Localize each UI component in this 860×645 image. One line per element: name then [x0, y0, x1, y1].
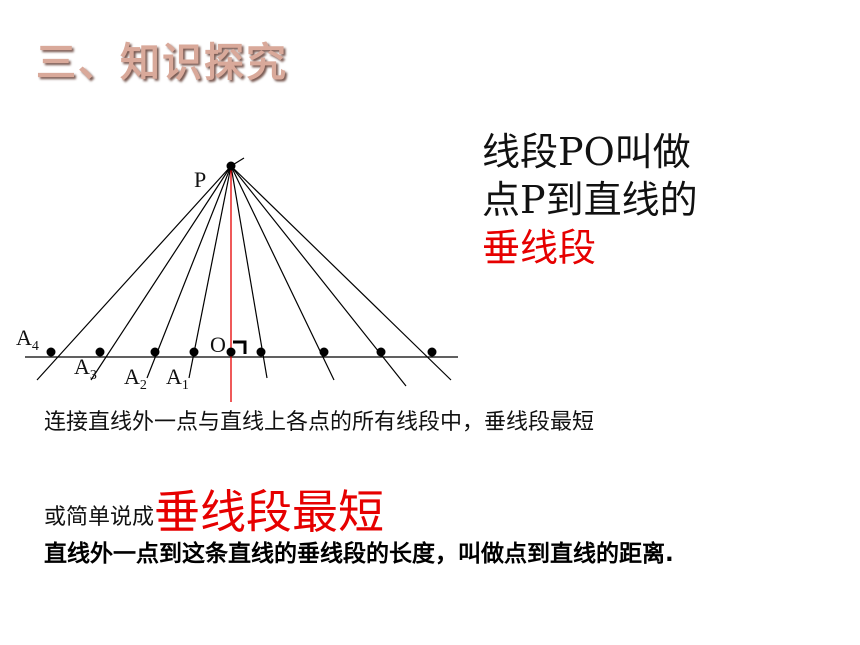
right-angle-mark	[233, 340, 247, 354]
segment-p-a2	[146, 165, 232, 379]
segment-p-r3	[230, 165, 407, 387]
label-a4-sub: 4	[32, 339, 39, 354]
point-a1-dot	[189, 347, 199, 357]
definition-line-1: 线段PO叫做	[482, 130, 691, 174]
point-r4-dot	[427, 347, 437, 357]
point-r2-dot	[319, 347, 329, 357]
definition-term: 垂线段	[482, 226, 597, 270]
simplified-statement: 或简单说成垂线段最短	[44, 476, 384, 542]
label-a4: A4	[16, 325, 39, 354]
label-a2-letter: A	[124, 364, 140, 389]
label-a2: A2	[124, 364, 147, 393]
point-r1-dot	[256, 347, 266, 357]
segment-p-a1	[188, 165, 232, 379]
definition-line-2: 点P到直线的	[482, 178, 698, 222]
point-a4-dot	[46, 347, 56, 357]
theorem-statement: 连接直线外一点与直线上各点的所有线段中，垂线段最短	[44, 410, 595, 435]
label-p: P	[194, 167, 206, 192]
label-a2-sub: 2	[140, 378, 147, 393]
segment-p-a4	[36, 165, 232, 381]
label-a3-sub: 3	[90, 368, 97, 383]
label-a1-letter: A	[166, 364, 182, 389]
point-p-dot	[226, 161, 236, 171]
simply-emphasis: 垂线段最短	[154, 485, 385, 539]
segment-p-a3	[90, 165, 232, 381]
label-a4-letter: A	[16, 325, 32, 350]
point-r3-dot	[376, 347, 386, 357]
label-o: O	[210, 332, 226, 357]
definition-block: 线段PO叫做 点P到直线的 垂线段	[482, 128, 698, 272]
label-a1-sub: 1	[182, 378, 189, 393]
point-o-dot	[226, 347, 236, 357]
segment-p-r4	[230, 165, 452, 381]
point-a3-dot	[95, 347, 105, 357]
section-title: 三、知识探究	[36, 40, 288, 86]
segments-from-p	[36, 157, 452, 387]
label-a3-letter: A	[74, 354, 90, 379]
points	[46, 161, 437, 357]
simply-prefix: 或简单说成	[44, 505, 155, 530]
segment-p-r1	[230, 165, 268, 379]
segment-p-r2	[230, 165, 335, 381]
label-a1: A1	[166, 364, 189, 393]
label-a3: A3	[74, 354, 97, 383]
point-a2-dot	[150, 347, 160, 357]
distance-definition: 直线外一点到这条直线的垂线段的长度，叫做点到直线的距离.	[44, 541, 674, 567]
